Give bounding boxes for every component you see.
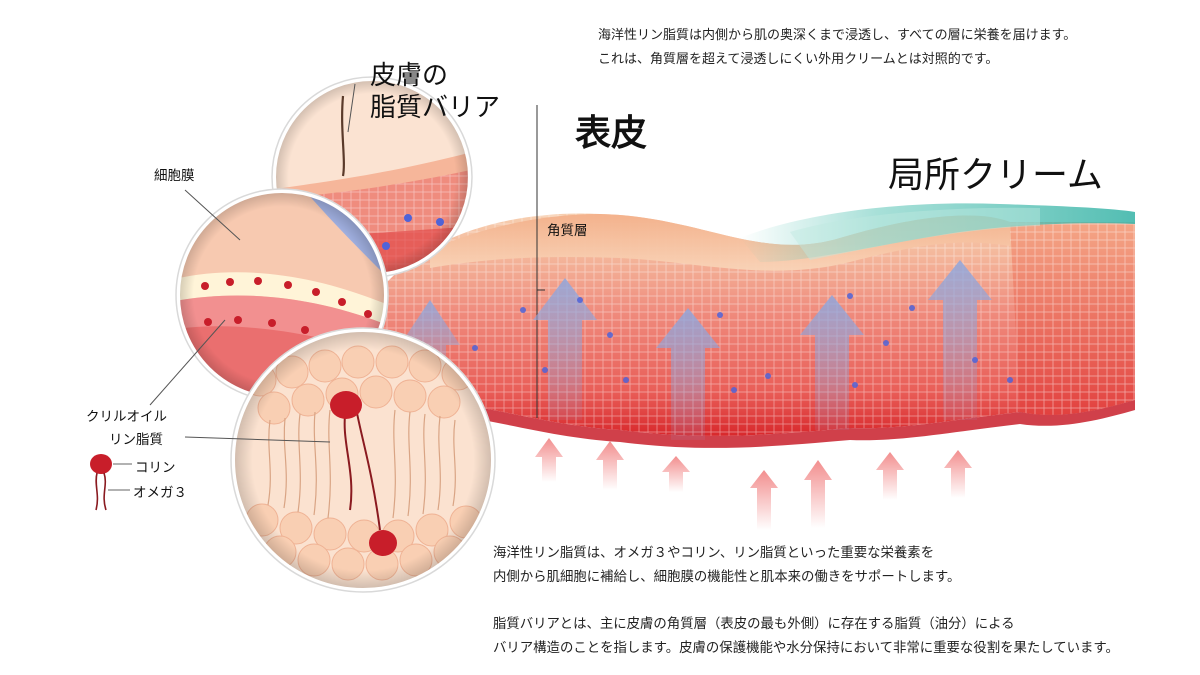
intro-note-line2: これは、角質層を超えて浸透しにくい外用クリームとは対照的です。 <box>598 52 999 67</box>
skin-slab <box>380 203 1135 448</box>
leader-lines <box>149 83 356 443</box>
stratum-corneum-label: 角質層 <box>547 223 588 239</box>
lipid-barrier-label-line2: 脂質バリア <box>370 93 501 123</box>
choline-omega-legend-icon <box>90 454 132 511</box>
phospholipid-label: リン脂質 <box>109 432 163 448</box>
explanation-para1-line2: 内側から肌細胞に補給し、細胞膜の機能性と肌本来の働きをサポートします。 <box>493 569 961 585</box>
explanation-para1-line1: 海洋性リン脂質は、オメガ３やコリン、リン脂質といった重要な栄養素を <box>493 546 935 561</box>
supply-arrows <box>535 438 972 530</box>
intro-note: 海洋性リン脂質は内側から肌の奥深くまで浸透し、すべての層に栄養を届けます。 これ… <box>598 24 1076 72</box>
intro-note-line1: 海洋性リン脂質は内側から肌の奥深くまで浸透し、すべての層に栄養を届けます。 <box>598 28 1077 43</box>
cell-membrane-label: 細胞膜 <box>154 168 195 184</box>
topical-cream-label: 局所クリーム <box>888 155 1103 196</box>
explanation-para2-line2: バリア構造のことを指します。皮膚の保護機能や水分保持において非常に重要な役割を果… <box>493 640 1119 656</box>
omega3-label: オメガ３ <box>133 485 187 501</box>
phospholipid-lens <box>230 327 496 593</box>
lipid-barrier-label-line1: 皮膚の <box>370 61 449 91</box>
choline-label: コリン <box>135 460 176 476</box>
explanation-note: 海洋性リン脂質は、オメガ３やコリン、リン脂質といった重要な栄養素を 内側から肌細… <box>493 542 1119 660</box>
krill-oil-label: クリルオイル <box>86 409 167 425</box>
epidermis-label: 表皮 <box>575 113 648 154</box>
nutrient-dots <box>472 293 1013 393</box>
explanation-para2-line1: 脂質バリアとは、主に皮膚の角質層（表皮の最も外側）に存在する脂質（油分）による <box>493 617 1015 632</box>
lipid-barrier-label: 皮膚の 脂質バリア <box>370 60 500 124</box>
